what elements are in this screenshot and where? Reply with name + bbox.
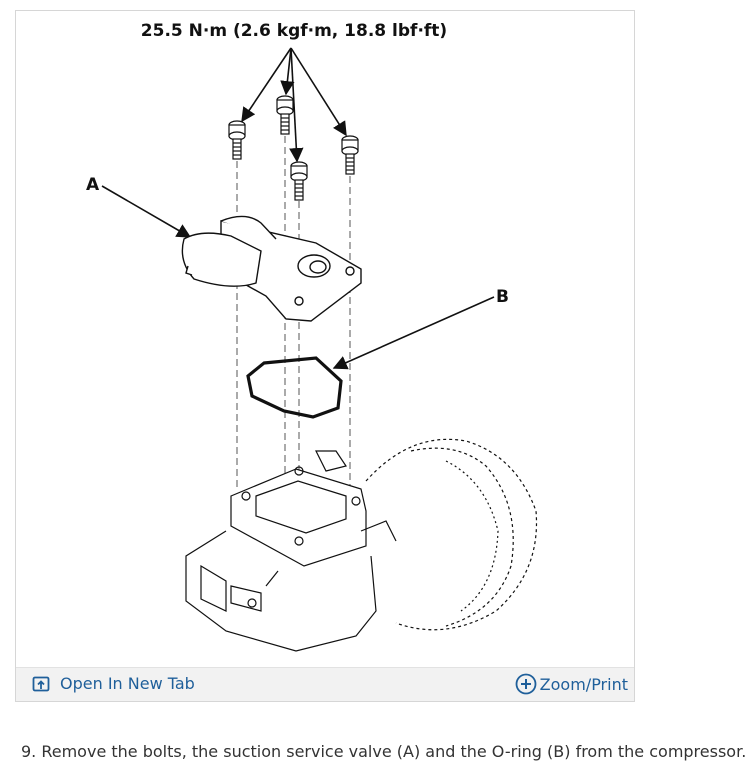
- zoom-print-link[interactable]: Zoom/Print: [515, 673, 628, 695]
- open-in-new-tab-icon: [32, 676, 50, 691]
- suction-service-valve: [181, 215, 362, 322]
- open-in-new-tab-label: Open In New Tab: [60, 674, 195, 693]
- bolt: [290, 161, 308, 201]
- torque-arrows: [241, 47, 347, 163]
- figure-toolbar: Open In New Tab Zoom/Print: [16, 667, 634, 701]
- zoom-print-label: Zoom/Print: [539, 674, 628, 694]
- bolt: [228, 120, 246, 160]
- bolt-group: [228, 95, 359, 201]
- procedure-step-text: 9. Remove the bolts, the suction service…: [21, 742, 746, 761]
- bolt: [276, 95, 294, 135]
- open-in-new-tab-link[interactable]: Open In New Tab: [32, 674, 195, 693]
- compressor-body: [185, 438, 538, 652]
- label-a: A: [86, 175, 100, 195]
- figure-card: 25.5 N·m (2.6 kgf·m, 18.8 lbf·ft): [15, 10, 635, 702]
- label-b: B: [496, 287, 509, 307]
- torque-spec-label: 25.5 N·m (2.6 kgf·m, 18.8 lbf·ft): [141, 21, 447, 41]
- zoom-plus-icon: [515, 673, 537, 695]
- o-ring: [246, 356, 343, 419]
- bolt: [341, 135, 359, 175]
- compressor-suction-valve-diagram: 25.5 N·m (2.6 kgf·m, 18.8 lbf·ft): [16, 11, 634, 668]
